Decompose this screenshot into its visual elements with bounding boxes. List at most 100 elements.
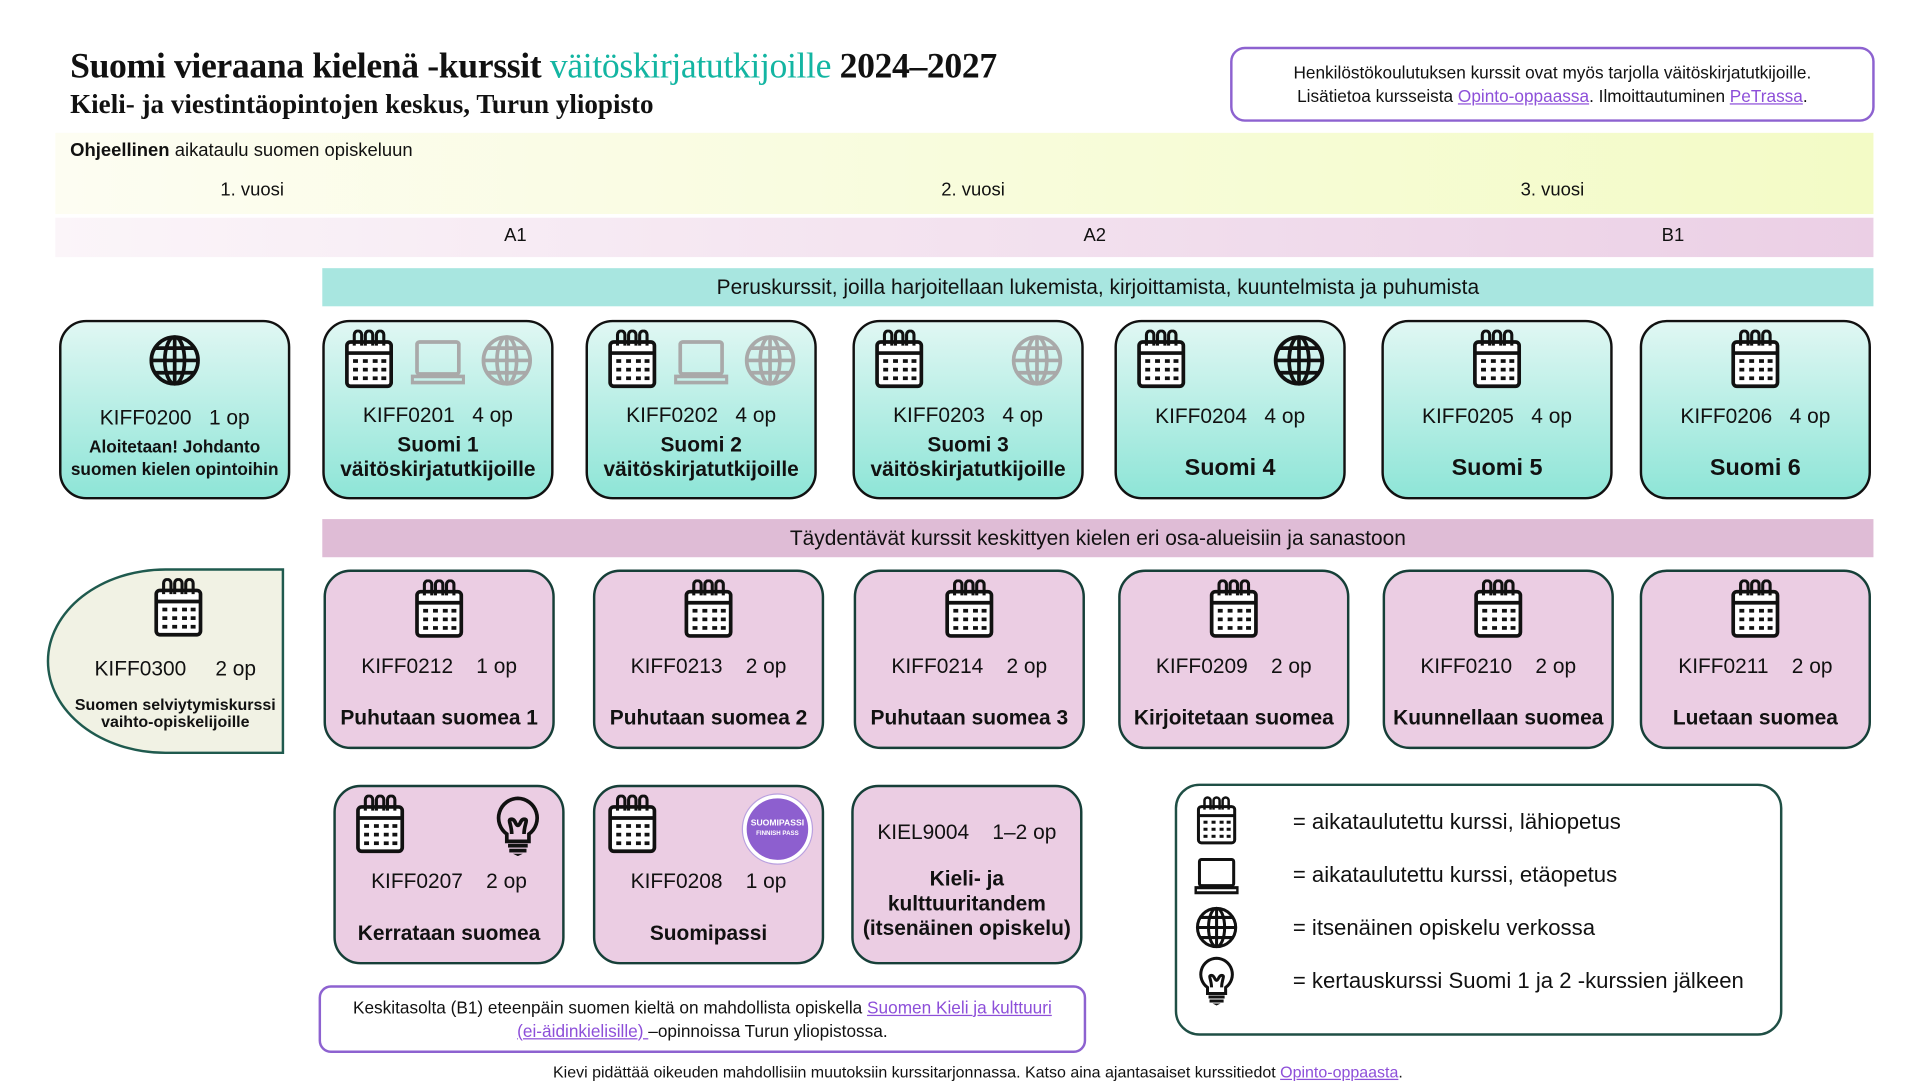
course-card-kiff0202[interactable]: KIFF0202 4 op Suomi 2 väitöskirjatutkijoi… bbox=[585, 319, 817, 500]
course-card-kiff0204[interactable]: KIFF0204 4 op Suomi 4 bbox=[1114, 319, 1346, 500]
calendar-icon bbox=[872, 330, 926, 392]
footer: Kievi pidättää oikeuden mahdollisiin muu… bbox=[0, 1063, 1919, 1081]
legend-text: = kertauskurssi Suomi 1 ja 2 -kurssien j… bbox=[1292, 967, 1744, 993]
course-name: Suomi 5 bbox=[1451, 455, 1543, 481]
course-code: KIFF0206 4 op bbox=[1680, 404, 1831, 429]
course-name: Kerrataan suomea bbox=[357, 921, 541, 945]
course-card-kiff0206[interactable]: KIFF0206 4 op Suomi 6 bbox=[1639, 319, 1871, 500]
course-code: KIFF0213 2 op bbox=[630, 654, 787, 678]
suomen-kieli-link[interactable]: Suomen Kieli ja kulttuuri (ei-äidinkieli… bbox=[517, 996, 1052, 1041]
page-title: Suomi vieraana kielenä -kurssit väitöski… bbox=[70, 47, 997, 88]
course-code: KIFF0209 2 op bbox=[1155, 654, 1312, 678]
core-courses-header: Peruskurssit, joilla harjoitellaan lukem… bbox=[322, 268, 1874, 307]
legend-text: = itsenäinen opiskelu verkossa bbox=[1292, 914, 1596, 940]
globe-icon bbox=[1010, 330, 1064, 392]
schedule-band: Ohjeellinen aikataulu suomen opiskeluun … bbox=[55, 132, 1874, 215]
schedule-label-rest: aikataulu suomen opiskeluun bbox=[169, 140, 413, 162]
course-code: KIFF0204 4 op bbox=[1155, 404, 1306, 429]
lightbulb-icon bbox=[491, 795, 545, 857]
calendar-icon bbox=[412, 579, 466, 641]
course-code: KIFF0202 4 op bbox=[626, 403, 777, 427]
calendar-icon bbox=[1728, 579, 1782, 641]
course-card-kiff0200[interactable]: KIFF0200 1 op Aloitetaan! Johdanto suomen… bbox=[59, 319, 291, 500]
calendar-icon bbox=[342, 330, 396, 392]
course-name: Luetaan suomea bbox=[1672, 706, 1838, 730]
legend-text: = aikataulutettu kurssi, lähiopetus bbox=[1292, 808, 1621, 834]
legend-item: = aikataulutettu kurssi, lähiopetus bbox=[1194, 796, 1621, 848]
course-icons bbox=[856, 579, 1082, 641]
info-text: Lisätietoa kursseista bbox=[1297, 85, 1458, 106]
course-card-kiff0210[interactable]: KIFF0210 2 op Kuunnellaan suomea bbox=[1382, 569, 1614, 750]
course-code: KIFF0214 2 op bbox=[891, 654, 1048, 678]
globe-icon bbox=[148, 330, 202, 392]
calendar-icon bbox=[681, 579, 735, 641]
lightbulb-icon bbox=[1194, 955, 1238, 1007]
course-code: KIFF0211 2 op bbox=[1678, 654, 1833, 678]
level-b1: B1 bbox=[1661, 225, 1685, 247]
note-text: Keskitasolta (B1) eteenpäin suomen kielt… bbox=[321, 996, 1084, 1043]
course-code: KIEL9004 1–2 op bbox=[877, 820, 1057, 844]
course-card-kiff0300[interactable]: KIFF0300 2 op Suomen selviytymiskurssi v… bbox=[46, 568, 285, 755]
year-3: 3. vuosi bbox=[1520, 179, 1585, 201]
footer-opinto-opas-link[interactable]: Opinto-oppaasta bbox=[1280, 1062, 1399, 1081]
title-accent: väitöskirjatutkijoille bbox=[549, 46, 832, 87]
course-card-kiel9004[interactable]: KIEL9004 1–2 op Kieli- ja kulttuuritandem… bbox=[851, 784, 1083, 965]
level-band: A1 A2 B1 bbox=[55, 217, 1874, 258]
course-name: Suomi 1 väitöskirjatutkijoille bbox=[340, 432, 536, 481]
course-code: KIFF0203 4 op bbox=[893, 403, 1044, 427]
course-name: Puhutaan suomea 1 bbox=[340, 706, 538, 730]
petra-link[interactable]: PeTrassa bbox=[1729, 85, 1803, 106]
opinto-opas-link[interactable]: Opinto-oppaassa bbox=[1457, 85, 1590, 106]
course-icons bbox=[588, 330, 814, 392]
calendar-icon bbox=[1134, 330, 1188, 392]
level-a2: A2 bbox=[1083, 225, 1107, 247]
year-2: 2. vuosi bbox=[941, 179, 1005, 201]
course-icons bbox=[595, 579, 821, 641]
title-text: Suomi vieraana kielenä -kurssit bbox=[70, 46, 550, 87]
globe-icon bbox=[1194, 902, 1238, 954]
info-line-2: Lisätietoa kursseista Opinto-oppaassa. I… bbox=[1233, 84, 1873, 107]
course-name: Aloitetaan! Johdanto suomen kielen opint… bbox=[70, 436, 279, 479]
course-code: KIFF0210 2 op bbox=[1420, 654, 1577, 678]
course-icons bbox=[336, 795, 562, 857]
calendar-icon bbox=[942, 579, 996, 641]
course-name: Kuunnellaan suomea bbox=[1393, 706, 1604, 730]
course-name: Suomi 4 bbox=[1184, 455, 1276, 481]
course-name: Kieli- ja kulttuuritandem (itsenäinen op… bbox=[862, 867, 1071, 940]
course-icons bbox=[325, 330, 551, 392]
course-name: Kirjoitetaan suomea bbox=[1133, 706, 1334, 730]
course-icons bbox=[1385, 579, 1611, 641]
level-a1: A1 bbox=[504, 225, 527, 247]
course-icons bbox=[326, 579, 552, 641]
course-card-kiff0201[interactable]: KIFF0201 4 op Suomi 1 väitöskirjatutkijoi… bbox=[322, 319, 554, 500]
course-card-kiff0209[interactable]: KIFF0209 2 op Kirjoitetaan suomea bbox=[1118, 569, 1350, 750]
course-card-kiff0211[interactable]: KIFF0211 2 op Luetaan suomea bbox=[1639, 569, 1871, 750]
legend: = aikataulutettu kurssi, lähiopetus = ai… bbox=[1174, 783, 1783, 1036]
course-code: KIFF0201 4 op bbox=[362, 403, 513, 427]
footer-end: . bbox=[1398, 1062, 1403, 1081]
course-code: KIFF0200 1 op bbox=[99, 405, 250, 430]
course-name: Suomi 2 väitöskirjatutkijoille bbox=[603, 432, 799, 481]
calendar-icon bbox=[605, 330, 659, 392]
course-icons bbox=[62, 330, 288, 392]
badge-subtext: FINNISH PASS bbox=[756, 830, 799, 838]
schedule-label-bold: Ohjeellinen bbox=[70, 140, 170, 162]
laptop-icon bbox=[1194, 849, 1238, 901]
calendar-icon bbox=[1471, 579, 1525, 641]
globe-icon bbox=[743, 330, 797, 392]
course-name: Suomi 6 bbox=[1709, 455, 1801, 481]
calendar-icon bbox=[353, 795, 407, 857]
footer-text: Kievi pidättää oikeuden mahdollisiin muu… bbox=[553, 1062, 1281, 1081]
title-years: 2024–2027 bbox=[831, 46, 998, 87]
calendar-icon bbox=[1194, 796, 1238, 848]
globe-icon bbox=[480, 330, 534, 392]
